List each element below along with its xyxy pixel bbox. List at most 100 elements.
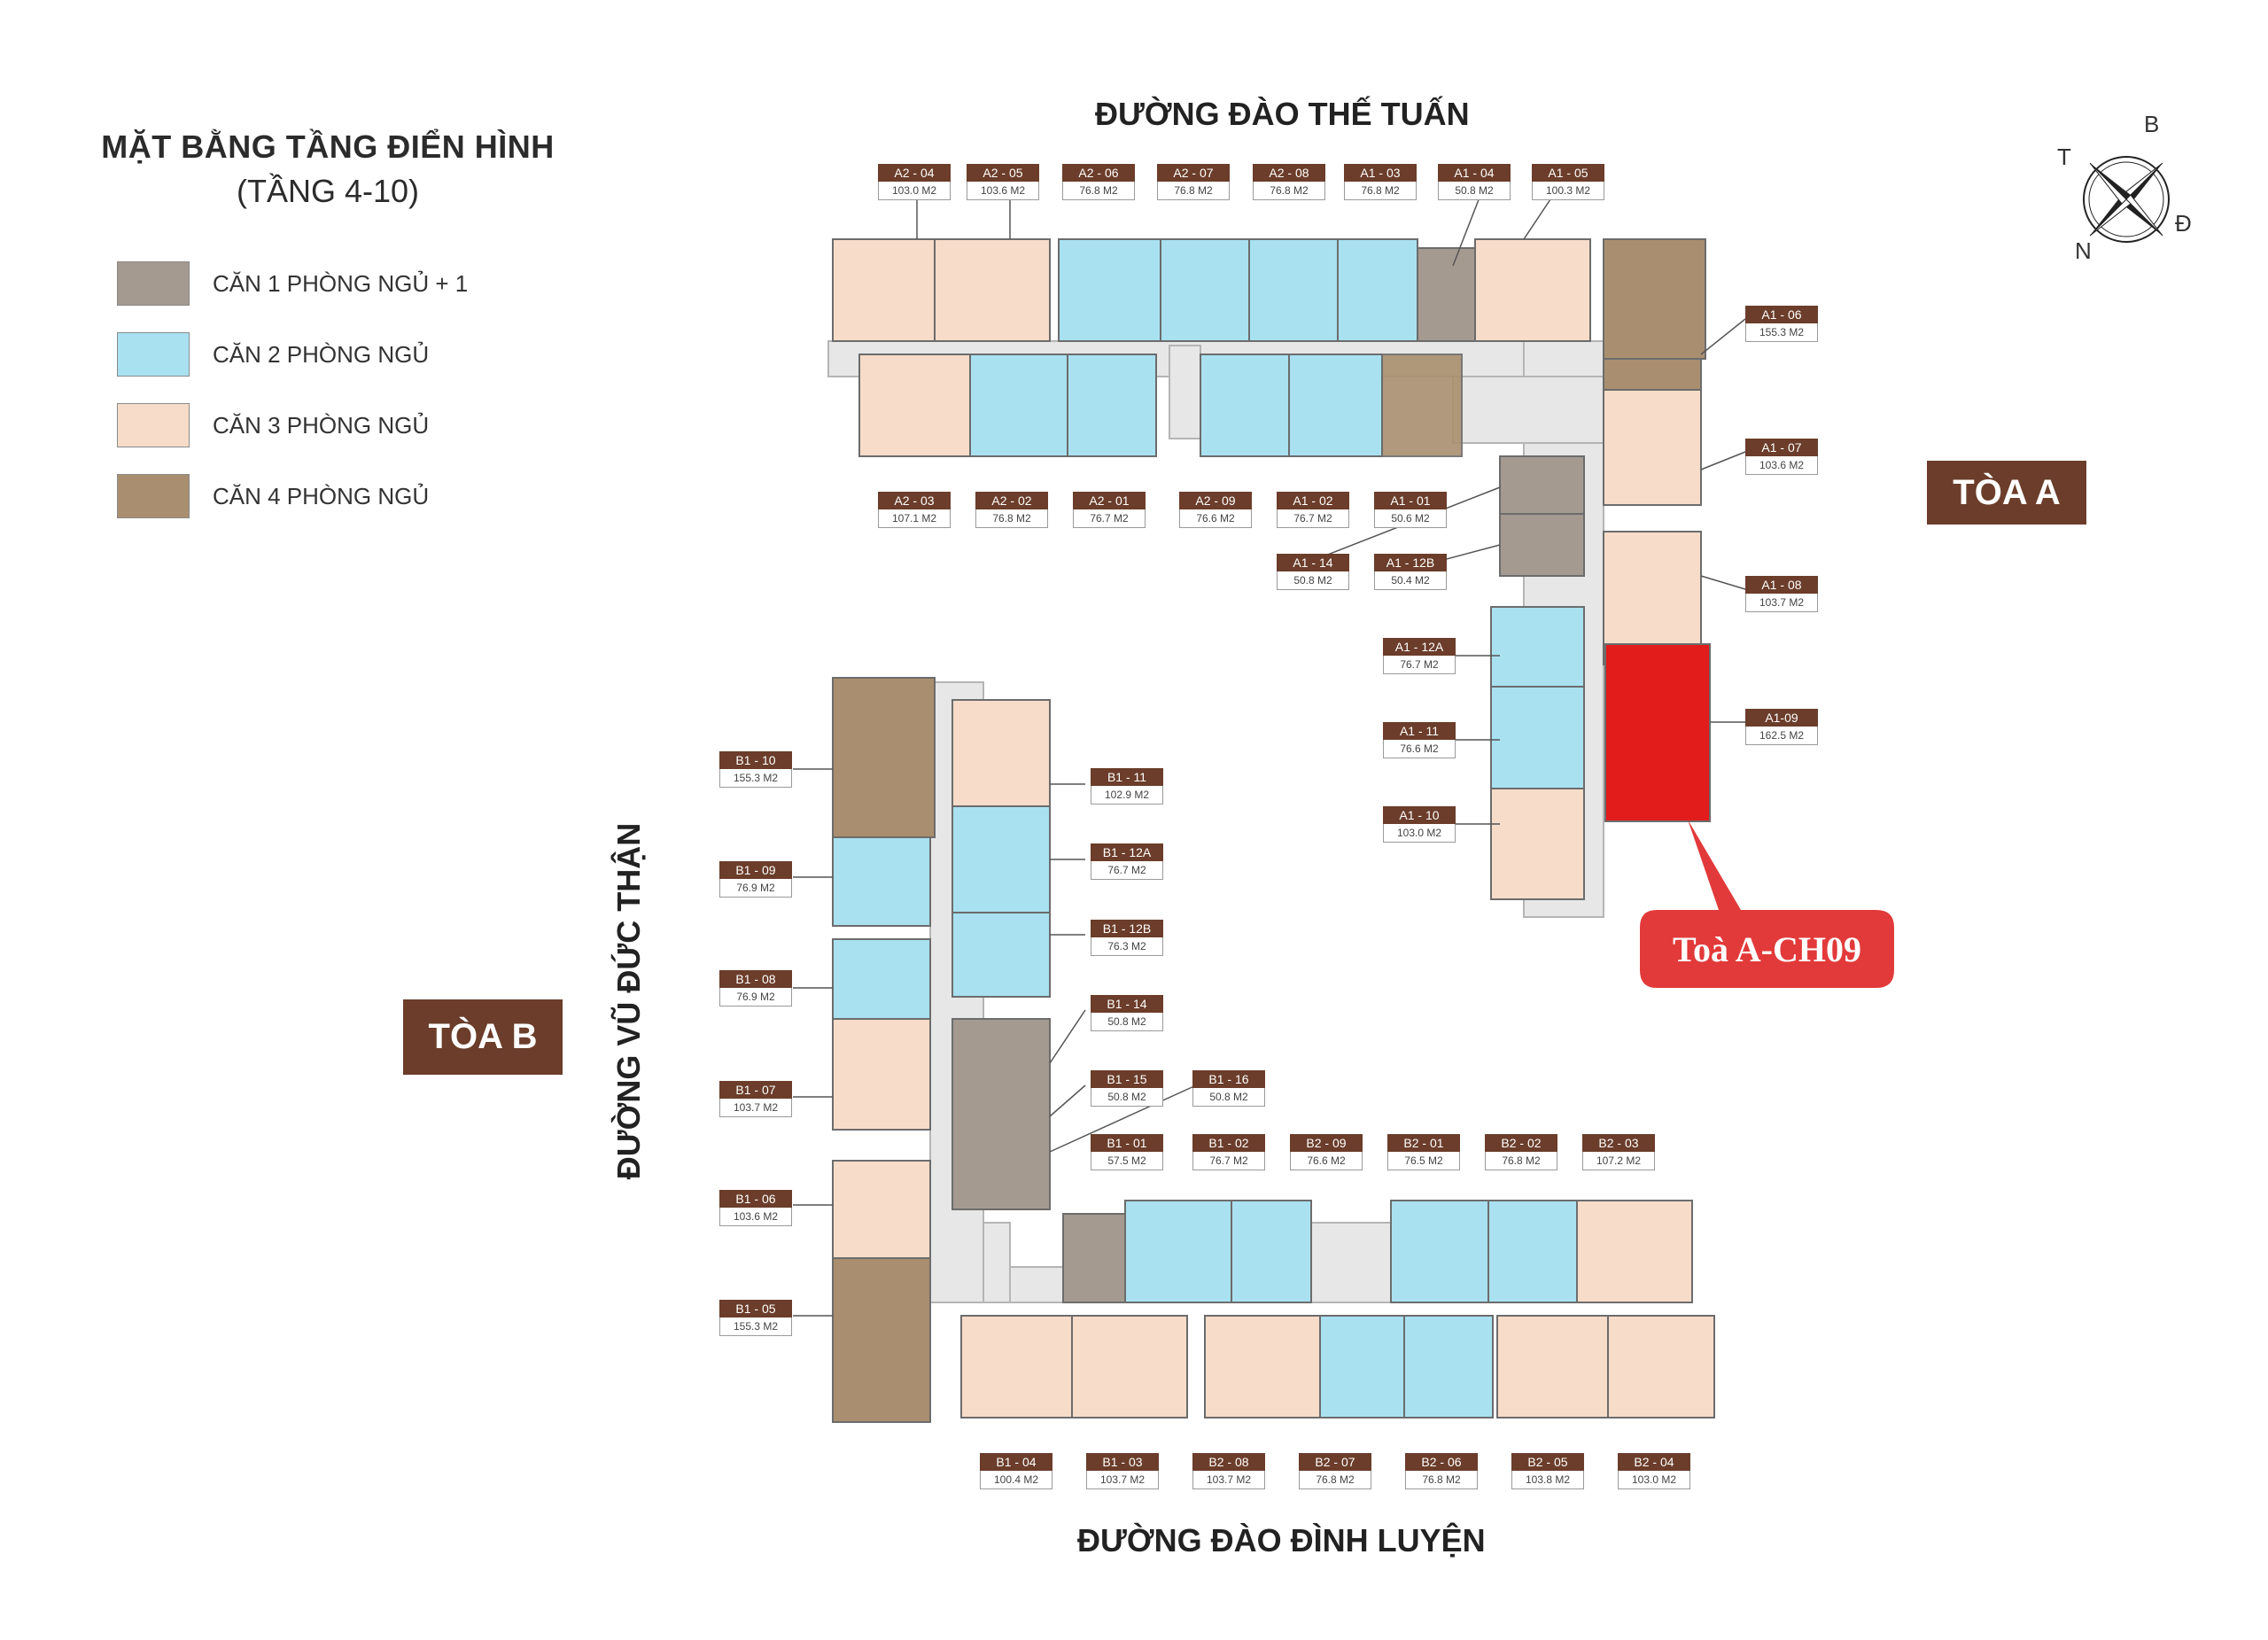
- unit-area: 76.8 M2: [1253, 182, 1325, 200]
- legend-label: CĂN 1 PHÒNG NGỦ + 1: [213, 269, 469, 297]
- unit-area: 76.7 M2: [1277, 509, 1349, 528]
- unit-area: 76.7 M2: [1383, 656, 1456, 674]
- legend-item: CĂN 1 PHÒNG NGỦ + 1: [117, 261, 468, 306]
- unit-code: B2 - 03: [1582, 1134, 1655, 1152]
- legend-label: CĂN 2 PHÒNG NGỦ: [213, 340, 430, 368]
- unit-area: 76.8 M2: [1405, 1471, 1478, 1489]
- compass-east-label: Đ: [2175, 210, 2192, 237]
- unit-code: B2 - 01: [1387, 1134, 1460, 1152]
- plan-title: MẶT BẰNG TẦNG ĐIỂN HÌNH: [101, 128, 555, 165]
- unit-code: A1 - 02: [1277, 492, 1349, 509]
- unit-code: B2 - 07: [1299, 1453, 1371, 1471]
- unit-code: B1 - 07: [719, 1081, 792, 1099]
- unit-a1-09-highlight: [1604, 643, 1711, 822]
- tower-b-left-column: [832, 677, 936, 1423]
- unit-area: 76.8 M2: [1062, 182, 1135, 200]
- road-north-label: ĐƯỜNG ĐÀO THẾ TUẤN: [1095, 96, 1470, 132]
- legend-swatch: [117, 403, 190, 447]
- unit-area: 76.3 M2: [1091, 937, 1163, 956]
- tower-b-label: TÒA B: [403, 999, 563, 1075]
- tower-a-second-row: [858, 354, 1463, 457]
- unit-area: 50.8 M2: [1438, 182, 1511, 200]
- unit-code: A1 - 10: [1383, 806, 1456, 824]
- unit-code: A1 - 06: [1745, 306, 1818, 323]
- unit-area: 76.9 M2: [719, 879, 792, 898]
- unit-area: 100.3 M2: [1532, 182, 1604, 200]
- unit-code: A1 - 07: [1745, 439, 1818, 456]
- unit-code: A2 - 08: [1253, 164, 1325, 182]
- compass-south-label: N: [2075, 237, 2092, 264]
- unit-area: 50.6 M2: [1374, 509, 1447, 528]
- unit-area: 76.7 M2: [1091, 861, 1163, 880]
- plan-subtitle: (TẦNG 4-10): [236, 173, 420, 209]
- unit-code: B1 - 08: [719, 970, 792, 988]
- compass-north-label: B: [2144, 111, 2160, 137]
- unit-code: A1 - 11: [1383, 722, 1456, 740]
- unit-area: 50.8 M2: [1091, 1088, 1163, 1107]
- unit-area: 100.4 M2: [980, 1471, 1052, 1489]
- unit-code: B1 - 15: [1091, 1070, 1163, 1088]
- unit-code: A2 - 01: [1073, 492, 1146, 509]
- unit-code: A1 - 12A: [1383, 638, 1456, 656]
- unit-area: 103.0 M2: [878, 182, 951, 200]
- unit-area: 107.2 M2: [1582, 1152, 1655, 1170]
- unit-code: A1 - 14: [1277, 554, 1349, 571]
- unit-code: B2 - 05: [1511, 1453, 1584, 1471]
- unit-area: 162.5 M2: [1745, 727, 1818, 745]
- unit-code: A2 - 03: [878, 492, 951, 509]
- unit-area: 103.7 M2: [1086, 1471, 1159, 1489]
- unit-code: B1 - 02: [1192, 1134, 1265, 1152]
- unit-area: 76.6 M2: [1179, 509, 1252, 528]
- legend-item: CĂN 2 PHÒNG NGỦ: [117, 332, 429, 377]
